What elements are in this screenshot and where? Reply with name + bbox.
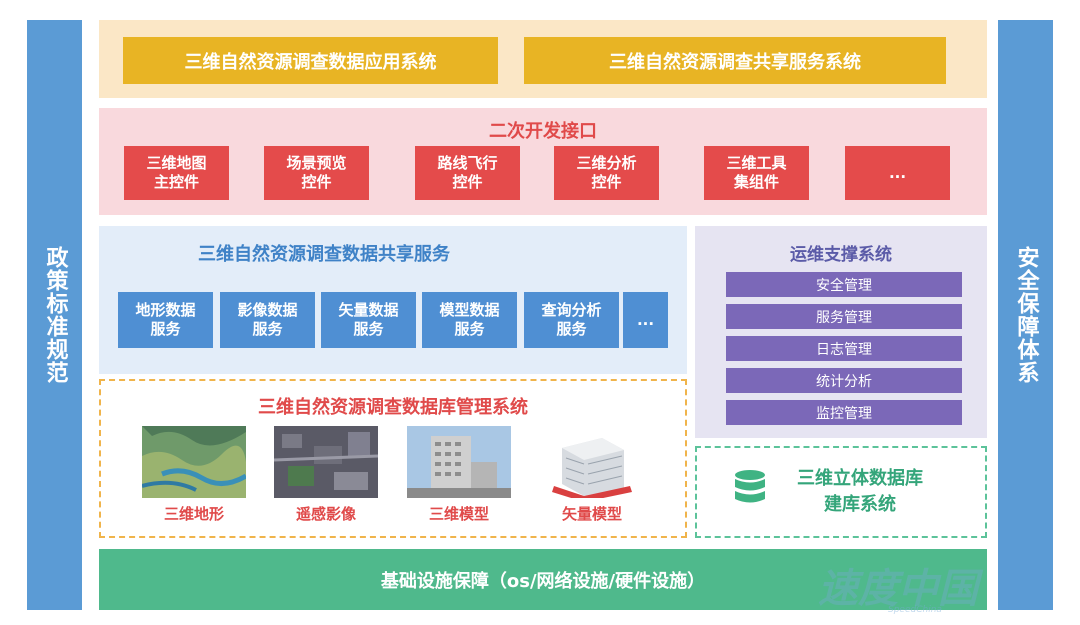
vector-model-thumbnail	[540, 426, 644, 498]
ops-item-log: 日志管理	[726, 336, 962, 361]
ops-item-stats: 统计分析	[726, 368, 962, 393]
remote-sensing-thumbnail	[274, 426, 378, 498]
app-box-data-application: 三维自然资源调查数据应用系统	[123, 37, 498, 84]
share-item-model: 模型数据 服务	[422, 292, 517, 348]
share-item-query: 查询分析 服务	[524, 292, 619, 348]
left-pillar: 政策标准规范	[27, 20, 82, 610]
db-management-title: 三维自然资源调查数据库管理系统	[258, 397, 528, 418]
api-layer	[99, 108, 987, 215]
thumb-caption-terrain: 三维地形	[163, 505, 224, 523]
ops-item-monitor: 监控管理	[726, 400, 962, 425]
watermark-subtext: SpeedChina	[888, 605, 942, 615]
ops-layer-title: 运维支撑系统	[790, 245, 892, 265]
api-item-3d-analysis: 三维分析 控件	[554, 146, 659, 200]
api-layer-title: 二次开发接口	[489, 121, 597, 142]
thumb-caption-vector-model: 矢量模型	[561, 505, 622, 523]
api-item-3d-toolkit: 三维工具 集组件	[704, 146, 809, 200]
thumb-caption-remote-sensing: 遥感影像	[295, 505, 356, 523]
share-service-title: 三维自然资源调查数据共享服务	[198, 244, 450, 265]
right-pillar: 安全保障体系	[998, 20, 1053, 610]
share-item-vector: 矢量数据 服务	[321, 292, 416, 348]
api-item-map-control: 三维地图 主控件	[124, 146, 229, 200]
right-pillar-label: 安全保障体系	[1013, 246, 1039, 384]
share-item-more: ...	[623, 292, 668, 348]
db-build-label: 三维立体数据库 建库系统	[797, 468, 923, 515]
infrastructure-layer: 基础设施保障（os/网络设施/硬件设施）	[99, 549, 987, 610]
db-build-layer	[695, 446, 987, 538]
watermark-logo: 速度中国	[818, 566, 978, 612]
share-item-imagery: 影像数据 服务	[220, 292, 315, 348]
db-management-layer	[99, 379, 687, 538]
terrain-thumbnail	[142, 426, 246, 498]
api-item-route-flight: 路线飞行 控件	[415, 146, 520, 200]
database-icon	[735, 470, 765, 503]
thumb-caption-3d-model: 三维模型	[428, 505, 489, 523]
3d-model-thumbnail	[407, 426, 511, 498]
ops-item-service: 服务管理	[726, 304, 962, 329]
left-pillar-label: 政策标准规范	[42, 246, 68, 384]
share-item-terrain: 地形数据 服务	[118, 292, 213, 348]
app-box-share-service: 三维自然资源调查共享服务系统	[524, 37, 946, 84]
api-item-scene-preview: 场景预览 控件	[264, 146, 369, 200]
ops-item-security: 安全管理	[726, 272, 962, 297]
api-item-more: ...	[845, 146, 950, 200]
